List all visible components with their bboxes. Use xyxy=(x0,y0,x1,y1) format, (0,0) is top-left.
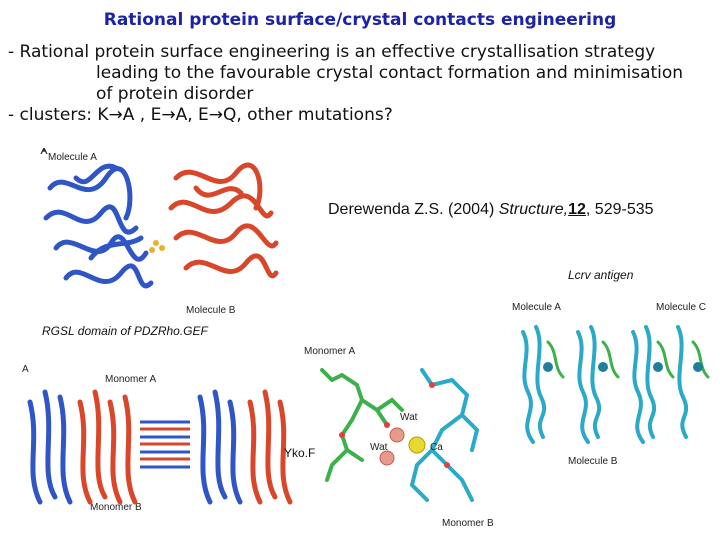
ca-label: Ca xyxy=(430,442,443,453)
lcrv-caption: Lcrv antigen xyxy=(568,268,634,282)
molecule-b-label: Molecule B xyxy=(568,456,618,467)
bullet-1-line-3: of protein disorder xyxy=(96,84,254,104)
bullet-list: - Rational protein surface engineering i… xyxy=(8,42,713,126)
bullet-2: - clusters: K→A , E→A, E→Q, other mutati… xyxy=(8,105,713,126)
citation: Derewenda Z.S. (2004) Structure,12, 529-… xyxy=(328,201,654,219)
dimer-interface-strands xyxy=(140,420,190,469)
molecule-ab-figure: Molecule A Molecule B xyxy=(40,148,279,316)
slide-title: Rational protein surface/crystal contact… xyxy=(103,10,617,30)
blue-dimer-ribbons xyxy=(27,389,243,505)
citation-author: Derewenda Z.S. (2004) xyxy=(328,201,499,218)
monomer-b-label: Monomer B xyxy=(442,518,494,529)
bullet-1-line-1: Rational protein surface engineering is … xyxy=(19,42,656,62)
bullet-dash: - xyxy=(8,105,20,125)
monomer-b-label: Monomer B xyxy=(90,502,142,512)
citation-pages: , 529-535 xyxy=(585,201,654,218)
lcrv-lattice-figure: Molecule A Molecule C Molecule B xyxy=(512,302,710,467)
calcium-atom xyxy=(408,436,426,454)
cyan-spheres xyxy=(543,362,703,372)
water-atoms xyxy=(379,427,405,466)
monomer-a-label: Monomer A xyxy=(304,346,355,357)
ykof-caption: Yko.F xyxy=(284,446,316,460)
red-dimer-ribbons xyxy=(77,389,293,505)
green-helix-ribbons xyxy=(546,340,710,379)
monomer-a-label: Monomer A xyxy=(105,374,156,385)
citation-journal: Structure, xyxy=(498,201,569,218)
bullet-2-text: clusters: K→A , E→A, E→Q, other mutation… xyxy=(19,105,393,125)
green-stick-residues xyxy=(320,368,404,482)
panel-label: A xyxy=(22,364,29,375)
bullet-1: - Rational protein surface engineering i… xyxy=(8,42,713,63)
blue-stick-residues xyxy=(409,368,480,502)
molecule-c-label: Molecule C xyxy=(656,302,706,313)
molecule-b-label: Molecule B xyxy=(186,305,236,316)
dimer-interface-strands-red xyxy=(140,427,190,461)
oxygen-atoms xyxy=(339,382,450,468)
molecule-a-label: Molecule A xyxy=(512,302,561,313)
yko-contact-figure: Monomer A Wat Wat Ca Monomer B xyxy=(304,346,494,529)
monomer-ab-figure: A Monomer A Monomer B xyxy=(22,364,293,512)
red-protein-ribbon xyxy=(168,162,279,279)
wat-label-2: Wat xyxy=(370,442,388,453)
citation-volume: 12 xyxy=(568,201,586,218)
bullet-dash: - xyxy=(8,42,20,62)
bullet-1-line-2: leading to the favourable crystal contac… xyxy=(96,63,684,83)
cyan-helix-ribbons xyxy=(521,325,689,444)
molecule-a-label: Molecule A xyxy=(48,152,97,163)
blue-protein-ribbon xyxy=(43,163,154,289)
wat-label-1: Wat xyxy=(400,412,418,423)
yellow-contact-residues xyxy=(149,240,165,253)
rgsl-caption: RGSL domain of PDZRho.GEF xyxy=(42,324,208,338)
